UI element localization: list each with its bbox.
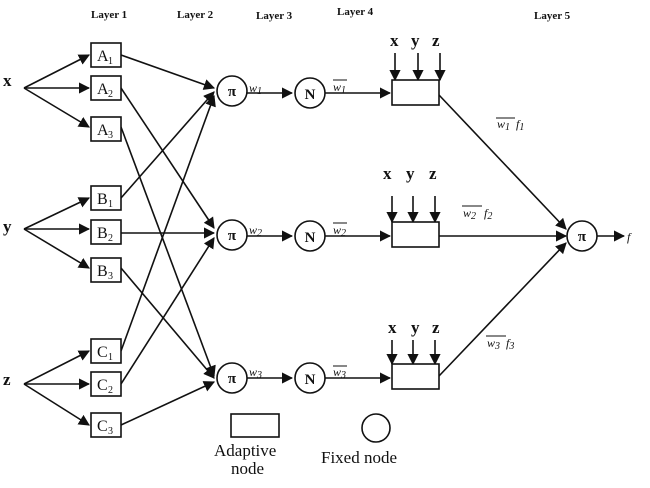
membership-node-c3: C 3 [90, 412, 122, 438]
svg-text:3: 3 [108, 130, 113, 141]
consequent-node-3: x y z [386, 318, 441, 390]
svg-text:3: 3 [108, 426, 113, 437]
rule-node-3: π [216, 362, 248, 394]
svg-text:1: 1 [108, 199, 113, 210]
layer-2-label: Layer 2 [177, 9, 214, 21]
input-y: y [3, 217, 12, 236]
input-edges [23, 54, 91, 426]
input-x: x [3, 71, 12, 90]
svg-text:B: B [97, 263, 108, 280]
input-z: z [3, 370, 11, 389]
consequent-to-output-edges [438, 94, 568, 377]
norm-node-3: N [294, 362, 326, 394]
legend-adaptive-node: Adaptive node [214, 413, 280, 478]
svg-text:2: 2 [108, 385, 113, 396]
rule-to-norm-edges [247, 87, 294, 384]
membership-node-b2: B 2 [90, 219, 122, 245]
svg-text:y: y [406, 164, 415, 183]
membership-node-a3: A 3 [90, 116, 122, 142]
svg-text:2: 2 [108, 233, 113, 244]
svg-text:x: x [390, 31, 399, 50]
membership-to-rule-edges [120, 54, 216, 426]
svg-text:1: 1 [108, 56, 113, 67]
norm-to-consequent-edges [325, 87, 392, 384]
svg-text:y: y [411, 31, 420, 50]
rule-node-1: π [216, 75, 248, 107]
svg-text:π: π [228, 228, 237, 244]
w2-label: w2 [249, 223, 262, 239]
svg-text:node: node [231, 459, 264, 478]
layer-4-label: Layer 4 [337, 6, 374, 18]
membership-node-c1: C 1 [90, 338, 122, 364]
membership-node-b3: B 3 [90, 257, 122, 283]
svg-text:A: A [97, 81, 109, 98]
svg-text:w2: w2 [333, 223, 346, 239]
svg-text:x: x [388, 318, 397, 337]
svg-text:Adaptive: Adaptive [214, 441, 276, 460]
membership-node-a2: A 2 [90, 75, 122, 101]
svg-text:A: A [97, 48, 109, 65]
svg-text:3: 3 [108, 271, 113, 282]
svg-text:z: z [432, 318, 440, 337]
w3-label: w3 [249, 365, 262, 381]
svg-text:π: π [578, 229, 587, 245]
svg-text:A: A [97, 122, 109, 139]
svg-text:C: C [97, 344, 108, 361]
layer-3-label: Layer 3 [256, 10, 293, 22]
norm-node-2: N [294, 220, 326, 252]
membership-node-a1: A 1 [90, 42, 122, 68]
layer-5-label: Layer 5 [534, 10, 571, 22]
membership-node-b1: B 1 [90, 185, 122, 211]
output-node: π [566, 220, 598, 252]
svg-text:π: π [228, 371, 237, 387]
norm-node-1: N [294, 77, 326, 109]
svg-text:w1: w1 [333, 80, 346, 96]
svg-text:2: 2 [108, 89, 113, 100]
svg-text:C: C [97, 377, 108, 394]
membership-node-c2: C 2 [90, 371, 122, 397]
layer-1-label: Layer 1 [91, 9, 127, 21]
rule-node-2: π [216, 219, 248, 251]
svg-text:N: N [305, 87, 316, 103]
w1-label: w1 [249, 81, 262, 97]
svg-text:x: x [383, 164, 392, 183]
output-label: f [627, 230, 632, 244]
consequent-node-2: x y z [383, 164, 441, 248]
svg-text:w3: w3 [333, 365, 346, 381]
consequent-node-1: x y z [389, 31, 446, 106]
svg-text:y: y [411, 318, 420, 337]
norm-w-bar-labels: w1 w2 w3 [333, 79, 347, 381]
svg-text:z: z [429, 164, 437, 183]
svg-text:z: z [432, 31, 440, 50]
svg-text:π: π [228, 84, 237, 100]
legend-fixed-node: Fixed node [321, 413, 397, 467]
svg-text:N: N [305, 372, 316, 388]
svg-text:1: 1 [108, 352, 113, 363]
svg-text:C: C [97, 418, 108, 435]
svg-text:Fixed node: Fixed node [321, 448, 397, 467]
svg-text:B: B [97, 191, 108, 208]
svg-text:N: N [305, 230, 316, 246]
svg-text:B: B [97, 225, 108, 242]
